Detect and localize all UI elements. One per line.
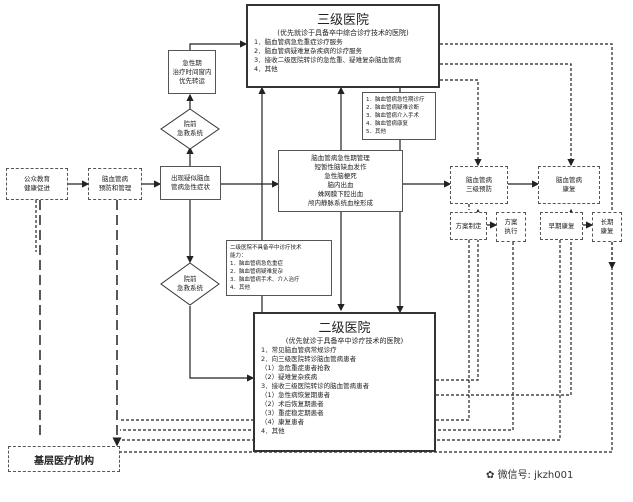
list-item: （1）急性病恢复期患者 (261, 391, 331, 399)
list-item: （4）康复患者 (261, 418, 305, 426)
secondary-hospital-box: 二级医院 (优先就诊于具备卒中诊疗技术的医院) 1．常见脑血管病常规诊疗 2．向… (253, 312, 436, 452)
list-item: （2）术后恢复期患者 (261, 400, 324, 408)
watermark: ✿ 微信号: jkzh001 (486, 466, 573, 481)
list-item: 2．脑血管病疑难复杂疾病的诊疗服务 (254, 47, 363, 55)
secondary-tasks-box: 二级医院不具备卒中诊疗技术 能力： 1．脑血管病急危重症 2．脑血管病疑难复杂 … (226, 240, 332, 296)
list-item: 3．接收二级医院转诊的急危重、疑难复杂脑血管病 (254, 56, 402, 64)
dash-secondary-tertprev (436, 208, 482, 381)
list-item: 4．其他 (254, 65, 278, 73)
early-rehab-box: 早期康复 (540, 212, 583, 240)
arrow-note-tertiary (189, 40, 248, 50)
public-education-box: 公众教育 健康促进 (6, 168, 68, 200)
list-item: 2．向三级医院转诊脑血管病患者 (261, 355, 357, 363)
secondary-hospital-subtitle: (优先就诊于具备卒中诊疗技术的医院) (285, 337, 404, 345)
dash-tertiary-rehab (440, 63, 575, 167)
list-item: 4．其他 (261, 427, 285, 435)
dash-exec-down (120, 242, 514, 431)
list-item: （3）重症稳定期患者 (261, 409, 324, 417)
arrow-greenbottom-secondary (189, 306, 255, 382)
tertiary-prevention-box: 脑血管病 三级预防 (450, 166, 508, 204)
prehospital-label-bottom: 院前 急救系统 (177, 275, 203, 292)
tertiary-hospital-subtitle: (优先就诊于具备卒中综合诊疗技术的医院) (277, 29, 409, 37)
note-line: 优先转运 (179, 76, 205, 85)
dash-secondary-rehab (436, 208, 575, 396)
primary-care-box: 基层医疗机构 (8, 446, 120, 472)
dash-plan-down (120, 240, 470, 421)
dash-early-down (120, 240, 561, 441)
priority-transport-note: 急性期 治疗时间窗内 优先转运 (168, 50, 216, 94)
dash-long-down (120, 242, 613, 453)
execute-box: 方案 执行 (496, 212, 526, 242)
plan-box: 方案制定 (450, 212, 487, 240)
long-rehab-box: 长期 康复 (592, 212, 622, 242)
list-item: （2）疑难复杂疾病 (261, 373, 318, 381)
prevention-box: 脑血管病 预防和管理 (88, 168, 142, 200)
primary-care-label: 基层医疗机构 (34, 455, 94, 467)
prehospital-diamond-top (160, 108, 220, 150)
tertiary-tasks-box: 1．脑血管病急性期诊疗 2．脑血管病疑难诊断 3．脑血管病介入手术 4．脑血管病… (362, 92, 436, 140)
prehospital-diamond-bottom (160, 262, 220, 306)
secondary-hospital-title: 二级医院 (318, 321, 371, 336)
list-item: 1．脑血管病急危重症诊疗服务 (254, 38, 343, 46)
note-line: 急性期 (182, 58, 202, 67)
tertiary-hospital-box: 三级医院 (优先就诊于具备卒中综合诊疗技术的医院) 1．脑血管病急危重症诊疗服务… (246, 4, 440, 88)
list-item: （1）急危重症患者抢救 (261, 364, 331, 372)
rehab-box: 脑血管病 康复 (538, 166, 600, 204)
symptoms-box: 出现疑似脑血 管病急性症状 (160, 166, 221, 200)
tertiary-hospital-items: 1．脑血管病急危重症诊疗服务 2．脑血管病疑难复杂疾病的诊疗服务 3．接收二级医… (254, 38, 432, 74)
acute-conditions-box: 脑血管病急性期管理 短暂性脑缺血发作 急性脑梗死 脑内出血 蛛网膜下腔出血 颅内… (278, 150, 403, 212)
watermark-label: 微信号: jkzh001 (497, 470, 574, 481)
dash-tertiary-tertprev (440, 79, 482, 167)
note-line: 治疗时间窗内 (172, 67, 212, 76)
prehospital-label-top: 院前 急救系统 (177, 120, 203, 137)
secondary-hospital-items: 1．常见脑血管病常规诊疗 2．向三级医院转诊脑血管病患者 （1）急危重症患者抢救… (261, 346, 428, 436)
list-item: 1．常见脑血管病常规诊疗 (261, 346, 337, 354)
list-item: 3．接收三级医院转诊的脑血管病患者 (261, 382, 370, 390)
wechat-icon: ✿ (486, 470, 498, 481)
tertiary-hospital-title: 三级医院 (316, 13, 369, 28)
